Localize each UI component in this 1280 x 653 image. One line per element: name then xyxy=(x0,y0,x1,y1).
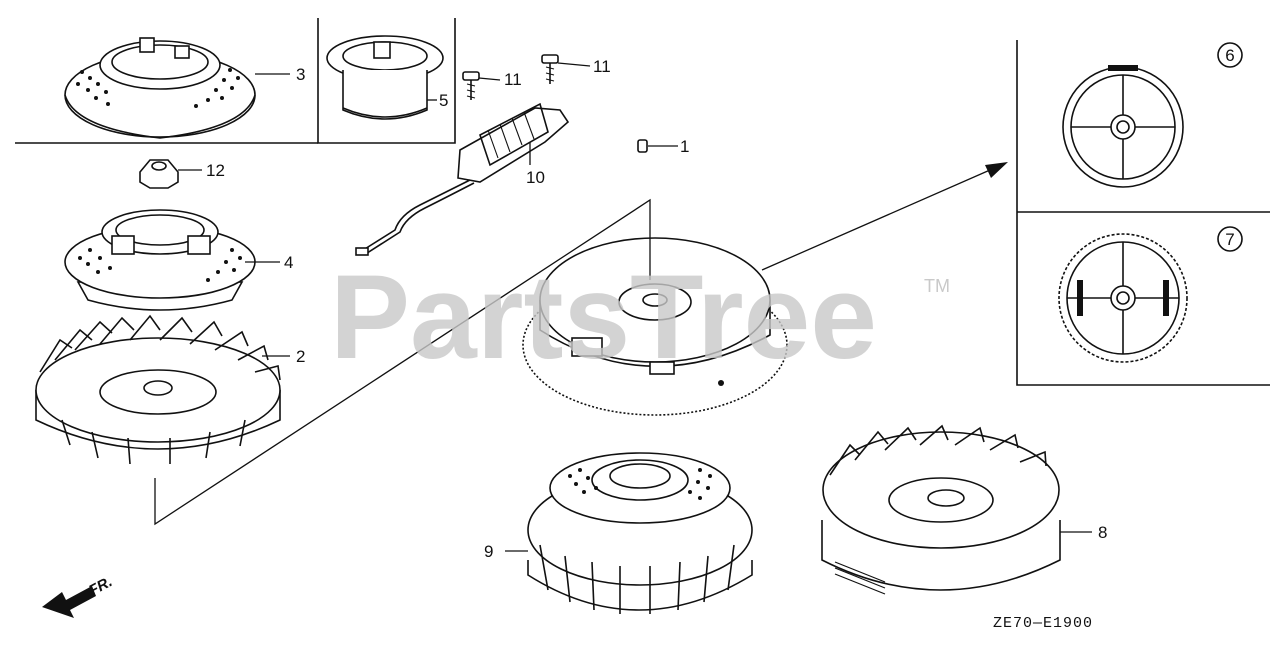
part-label-8: 8 xyxy=(1098,523,1107,542)
part-3-drawing xyxy=(64,37,256,139)
circle-badge-6 xyxy=(1217,42,1243,68)
part-labels: 1 2 3 4 5 8 9 10 11 11 12 xyxy=(206,57,1107,561)
part-4-vent-holes xyxy=(78,248,242,282)
part-3-vent-holes xyxy=(76,68,240,108)
part-9-vent-holes xyxy=(568,468,712,500)
part-label-11a: 11 xyxy=(504,70,522,89)
circled-label-6: 6 xyxy=(1225,46,1234,65)
part-2-fan xyxy=(35,314,281,465)
part-8-fan xyxy=(821,424,1061,595)
front-arrow-icon xyxy=(42,586,96,618)
part-leader-lines xyxy=(178,62,1092,552)
part-label-11b: 11 xyxy=(593,57,611,76)
part-label-12: 12 xyxy=(206,161,225,180)
part-label-2: 2 xyxy=(296,347,305,366)
part-9-fan-blades xyxy=(539,544,735,614)
inset-frame-right xyxy=(1016,40,1270,386)
part-8-fan-blades xyxy=(829,424,1047,476)
part-11a-bolt xyxy=(462,71,480,100)
part-1-key xyxy=(637,139,648,153)
watermark-text: PartsTree xyxy=(330,250,877,384)
part-label-1: 1 xyxy=(680,137,689,156)
circled-part-labels: 6 7 xyxy=(1217,42,1243,252)
circle-badge-7 xyxy=(1217,226,1243,252)
part-8-grille xyxy=(834,561,886,595)
watermark: PartsTree TM xyxy=(330,250,950,384)
part-label-5: 5 xyxy=(439,91,448,110)
part-9-fan xyxy=(527,452,753,614)
front-direction-indicator: FR. xyxy=(42,573,115,618)
part-6-drawing xyxy=(1062,65,1184,188)
part-11b-bolt xyxy=(541,54,559,84)
flywheel-assembly xyxy=(522,237,788,416)
part-5-drawing xyxy=(326,35,444,120)
part-12-nut xyxy=(139,159,179,189)
watermark-trademark: TM xyxy=(924,276,950,296)
part-7-drawing xyxy=(1058,233,1188,363)
part-4-drawing xyxy=(64,209,256,311)
circled-label-7: 7 xyxy=(1225,230,1234,249)
part-label-4: 4 xyxy=(284,253,293,272)
drawing-code: ZE70—E1900 xyxy=(993,615,1093,632)
part-10-ignition-coil xyxy=(355,102,570,256)
assembly-guide-lines xyxy=(154,162,1008,526)
part-label-10: 10 xyxy=(526,168,545,187)
part-2-fan-blades xyxy=(39,314,281,465)
inset-frame-top-left xyxy=(15,18,456,144)
part-label-3: 3 xyxy=(296,65,305,84)
part-label-9: 9 xyxy=(484,542,493,561)
